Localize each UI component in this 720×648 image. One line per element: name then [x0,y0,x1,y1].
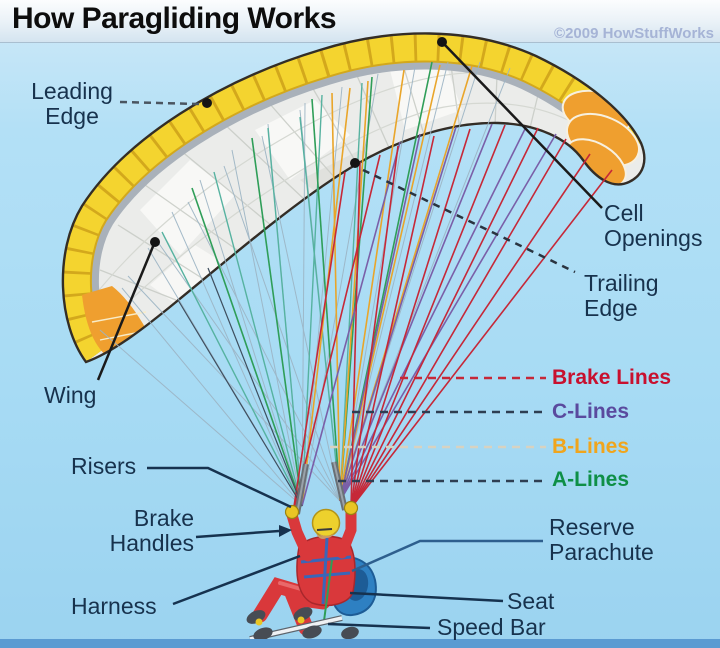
label-wing: Wing [44,382,97,408]
brake-handle-left [284,504,300,520]
pilot-figure [246,500,377,642]
copyright-text: ©2009 HowStuffWorks [554,25,714,42]
pilot-boots [246,607,359,641]
label-leading-edge: Leading Edge [31,78,113,129]
label-seat: Seat [507,588,555,614]
teal-lines [161,82,363,507]
label-risers: Risers [71,453,137,479]
pilot-arms [286,505,357,562]
bottom-border-strip [0,639,720,648]
anchor-wing [150,237,160,247]
leader-wing [96,243,156,381]
leader-speed-bar [327,622,431,630]
legend-c-lines: C-Lines [552,400,630,423]
legend-a-lines: A-Lines [552,468,630,491]
label-speed-bar: Speed Bar [437,614,546,640]
anchor-dots [150,37,447,247]
leader-brake-handles [195,525,292,539]
leader-harness [172,554,301,606]
leader-trailing-edge [362,168,576,274]
label-cell-openings: Cell Openings [604,200,703,251]
page-title: How Paragliding Works [12,2,337,35]
wing-outline [61,32,646,364]
anchor-cell-openings [437,37,447,47]
label-trailing-edge: Trailing Edge [584,270,659,321]
pilot-head [311,508,341,539]
brake-lines-red [292,124,613,514]
leader-reserve-parachute [351,539,543,573]
suspension-lines [99,61,613,514]
dark-lines [177,267,303,507]
legend-brake-lines: Brake Lines [552,366,672,389]
c-lines-purple [301,123,557,507]
anchor-leading-edge [202,98,212,108]
anchor-trailing-edge [350,158,360,168]
label-brake-handles: Brake Handles [109,505,194,556]
leader-cell-openings [443,43,603,209]
label-reserve-parachute: Reserve Parachute [549,514,654,565]
leader-lines [96,43,603,630]
risers [294,461,348,515]
speed-line [323,559,333,622]
leader-risers [147,466,292,509]
brake-handle-right [343,500,359,516]
leader-seat [349,591,504,603]
leader-leading-edge [119,100,200,106]
legend-b-lines: B-Lines [552,435,630,458]
label-harness: Harness [71,593,157,619]
